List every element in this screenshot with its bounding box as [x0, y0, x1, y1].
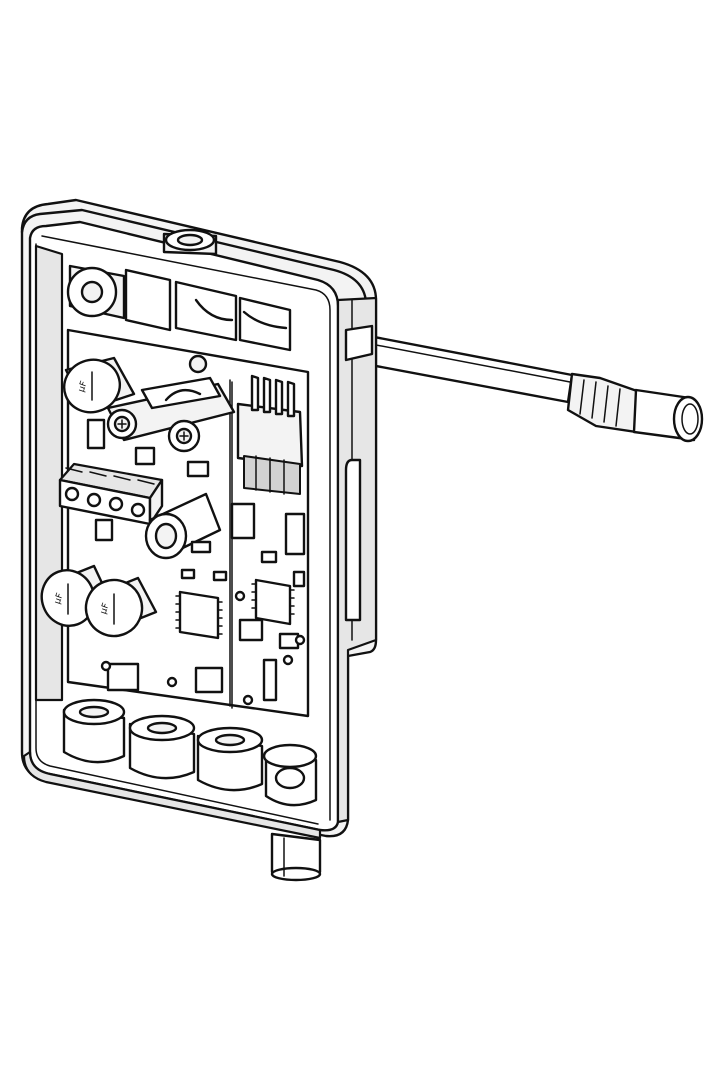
bottom-cable-gland-3	[196, 726, 264, 792]
capacitor-bottom-left: μF	[40, 564, 112, 627]
ic-chip-right	[251, 578, 295, 626]
top-clips	[124, 268, 292, 352]
relay-bracket	[106, 376, 236, 453]
capacitor-marking: μF	[99, 602, 112, 616]
ic-chip-left	[175, 590, 223, 640]
capacitor-marking: μF	[77, 380, 90, 394]
top-cable-gland	[162, 228, 218, 256]
bottom-cable-gland-4	[262, 743, 318, 807]
smd-components	[86, 418, 306, 706]
bottom-cable-gland-2	[128, 714, 196, 780]
round-connector	[144, 492, 222, 560]
mounting-screw-hole	[66, 264, 126, 320]
capacitor-top: μF	[63, 356, 136, 414]
bottom-cable-gland-1	[62, 698, 126, 764]
pin-header	[236, 374, 304, 495]
capacitor-marking: μF	[53, 592, 66, 606]
probe-sensor-head	[566, 372, 704, 443]
capacitor-bottom-right: μF	[84, 576, 158, 638]
bottom-connector-pin	[270, 832, 322, 882]
probe-cable	[342, 330, 574, 404]
